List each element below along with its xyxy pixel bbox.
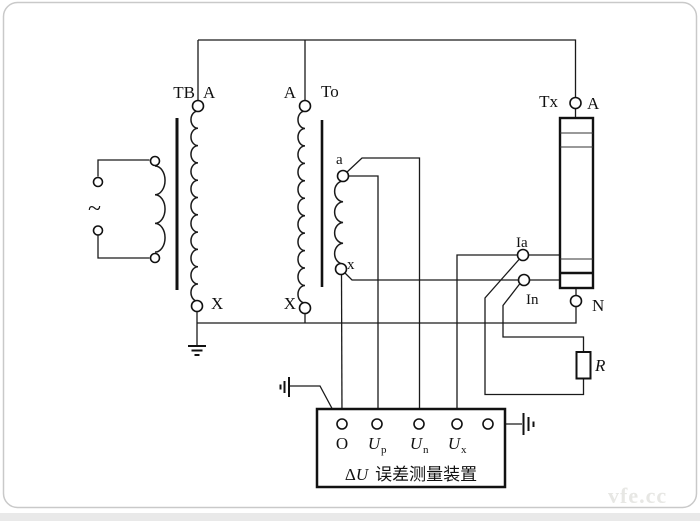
wire-top-bus [198, 39, 577, 98]
label-tb-x: X [211, 294, 223, 313]
wire-x-to-in [344, 272, 518, 281]
source-winding [154, 165, 166, 253]
label-resistor-r: R [594, 356, 606, 375]
ground-icon [279, 377, 290, 397]
svg-text:U: U [368, 434, 382, 453]
label-to-sec-a: a [336, 152, 343, 168]
terminal-device-ground [482, 418, 494, 430]
svg-text:x: x [461, 444, 467, 456]
tx-body [558, 116, 595, 290]
label-to: To [321, 82, 339, 101]
ground-icon [522, 413, 535, 435]
tx-column [558, 116, 595, 290]
terminal-tb-x [190, 299, 204, 313]
label-tx-n: N [592, 296, 604, 315]
wire-a-to-un [346, 157, 421, 419]
measurement-device-box [315, 407, 507, 489]
terminal-device-un [413, 418, 425, 430]
label-tx: Tx [539, 92, 558, 111]
terminal-tb-a [191, 99, 205, 113]
terminal-device-o [336, 418, 348, 430]
label-tb-a: A [203, 83, 216, 102]
wire-source-top [97, 159, 150, 177]
terminal-device-up [371, 418, 383, 430]
svg-text:U: U [410, 434, 424, 453]
terminal-tx-a [569, 96, 582, 110]
grounds [188, 345, 535, 435]
label-tx-a: A [587, 94, 600, 113]
wire-r-blade-in [502, 283, 585, 352]
wire-ia-blade-r [484, 259, 585, 396]
terminals [92, 96, 583, 430]
svg-text:p: p [381, 444, 387, 456]
wire-source-bottom [97, 235, 150, 259]
to-secondary-winding [333, 180, 344, 266]
bottom-strip [0, 513, 700, 521]
label-tb: TB [173, 83, 195, 102]
terminal-winding-bottom [149, 252, 161, 264]
terminal-source-2 [92, 225, 104, 236]
wire-x-to-o [340, 274, 343, 419]
terminal-in [517, 273, 531, 287]
terminal-to-a [298, 99, 312, 113]
wire-a-to-up [348, 175, 379, 419]
resistor-r [575, 351, 592, 380]
terminal-source-1 [92, 176, 104, 188]
label-ia: Ia [516, 235, 528, 251]
svg-text:n: n [423, 444, 429, 456]
label-device-up: U p [368, 434, 387, 456]
label-device-o: O [336, 434, 348, 453]
terminal-ia [516, 248, 530, 262]
label-device-un: U n [410, 434, 429, 456]
terminal-tx-n [569, 294, 583, 308]
ac-source-icon: ~ [88, 196, 101, 222]
ground-icon [188, 345, 206, 356]
label-device-ux: U x [448, 434, 467, 456]
terminal-to-x [298, 301, 312, 315]
wire-x-bus [197, 306, 577, 324]
terminal-to-sec-a [336, 169, 350, 183]
terminal-to-sec-x [334, 262, 348, 276]
to-primary-winding [297, 110, 306, 304]
wire-ia-to-ux [456, 254, 518, 419]
label-to-sec-x: x [347, 257, 355, 273]
tb-primary-winding [190, 110, 199, 303]
watermark: vfe.cc [608, 483, 667, 508]
label-in: In [526, 292, 539, 308]
label-to-a: A [284, 83, 297, 102]
label-to-x: X [284, 294, 296, 313]
terminal-winding-top [149, 155, 161, 167]
terminal-device-ux [451, 418, 463, 430]
svg-text:U: U [448, 434, 462, 453]
